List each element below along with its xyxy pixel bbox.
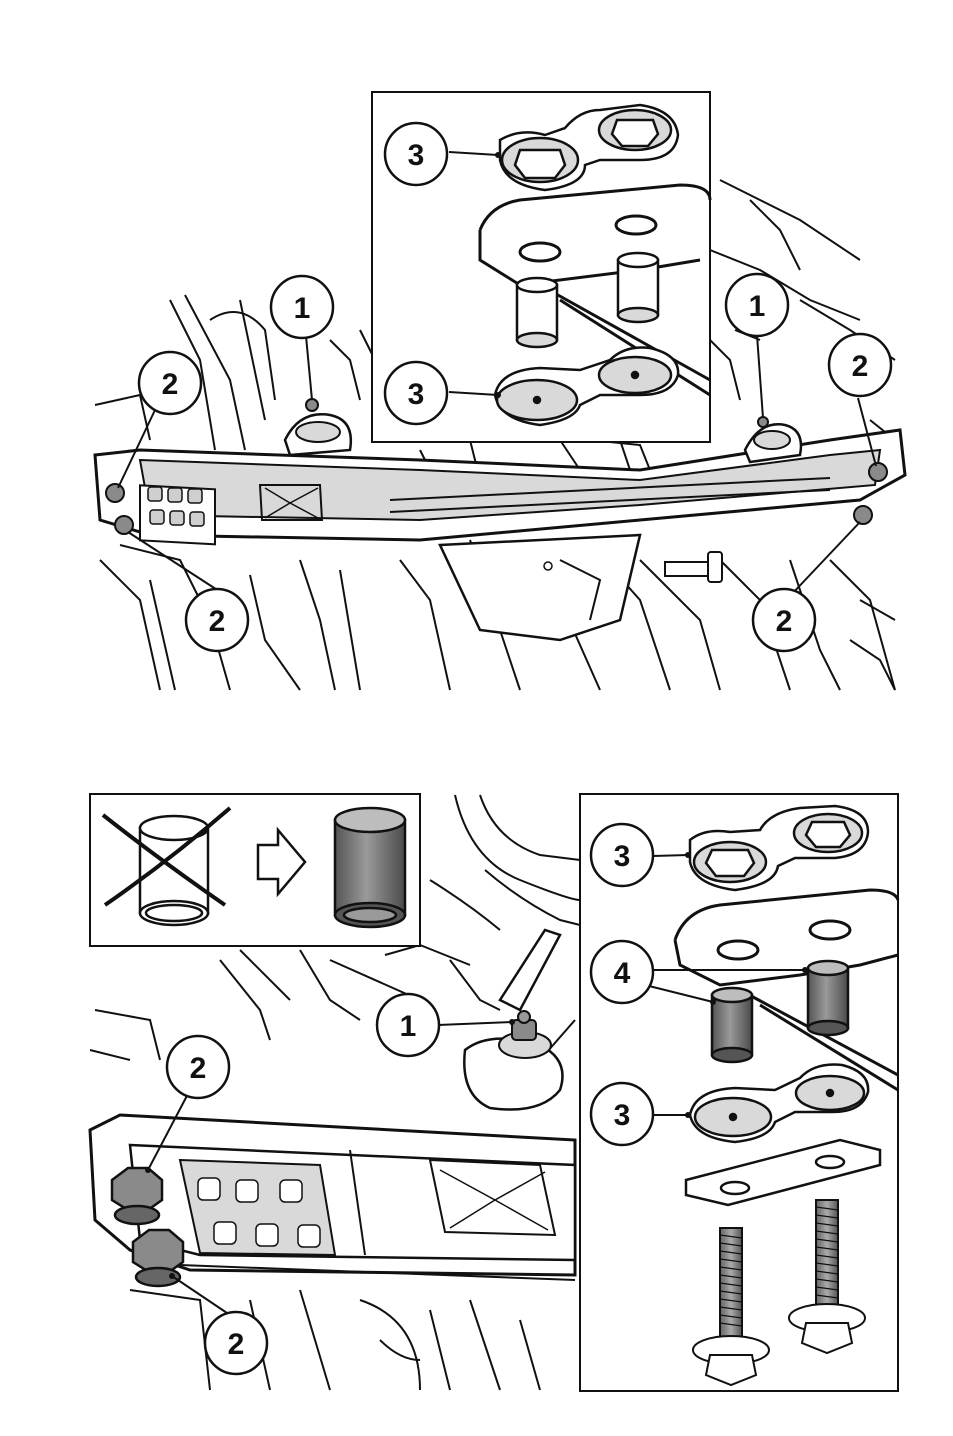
callout-label: 2 [190, 1052, 207, 1085]
callout-label: 2 [852, 350, 869, 383]
top-inset-washer-plate [493, 346, 680, 427]
top-inset-nut-plate [498, 103, 680, 192]
bottom-inset-sleeves [710, 959, 850, 1064]
callout-label: 2 [776, 605, 793, 638]
callout-label: 1 [749, 290, 766, 323]
bottom-background-structure [89, 794, 581, 1391]
bottom-leader-lines [147, 854, 805, 1316]
old-sleeve [138, 814, 210, 927]
left-mount-nut [283, 398, 353, 457]
bottom-inset-frame-plate [673, 888, 900, 1092]
bottom-figure: 1 2 2 3 4 3 [88, 793, 900, 1392]
callout-top-inset-lower: 3 [383, 360, 449, 426]
callout-top-right-lower-bolt: 2 [751, 587, 817, 653]
callout-top-right-nut: 1 [724, 272, 790, 338]
bottom-inset-washer-plate [688, 1063, 870, 1144]
bottom-leader-dots [145, 852, 808, 1279]
callout-label: 1 [294, 292, 311, 325]
callout-bottom-upper-bolt: 2 [165, 1034, 231, 1100]
top-leader-lines [117, 151, 877, 597]
top-bolts [105, 462, 888, 535]
bottom-bolts [110, 1166, 185, 1288]
cross-out-mark [101, 806, 232, 907]
new-sleeve [333, 806, 407, 929]
callout-label: 3 [614, 840, 631, 873]
callout-bottom-inset-lower: 3 [589, 1081, 655, 1147]
callout-bottom-inset-sleeves: 4 [589, 939, 655, 1005]
bottom-inset-flat-plate [684, 1138, 882, 1207]
callout-bottom-inset-upper: 3 [589, 822, 655, 888]
bottom-crossmember-beam [88, 1113, 577, 1281]
top-leader-dots [495, 152, 501, 398]
callout-top-inset-upper: 3 [383, 121, 449, 187]
top-figure: 1 1 2 2 2 2 3 3 [93, 91, 907, 691]
callout-label: 3 [408, 139, 425, 172]
callout-label: 2 [209, 605, 226, 638]
callout-top-left-lower-bolt: 2 [184, 587, 250, 653]
bottom-left-inset [89, 793, 421, 947]
callout-bottom-nut: 1 [375, 992, 441, 1058]
callout-label: 2 [228, 1328, 245, 1361]
callout-bottom-lower-bolt: 2 [203, 1310, 269, 1376]
callout-label: 2 [162, 368, 179, 401]
callout-label: 4 [614, 957, 631, 990]
top-inset-sleeves [515, 251, 660, 349]
bottom-mount-nut [463, 928, 564, 1111]
bottom-inset-nut-plate [688, 804, 870, 892]
callout-top-left-nut: 1 [269, 274, 335, 340]
arrow-right-icon [256, 826, 307, 898]
callout-top-left-upper-bolt: 2 [137, 350, 203, 416]
right-mount-nut [743, 416, 803, 464]
callout-label: 3 [408, 378, 425, 411]
callout-top-right-upper-bolt: 2 [827, 332, 893, 398]
bottom-inset-bolts [692, 1199, 866, 1387]
callout-label: 3 [614, 1099, 631, 1132]
callout-label: 1 [400, 1010, 417, 1043]
